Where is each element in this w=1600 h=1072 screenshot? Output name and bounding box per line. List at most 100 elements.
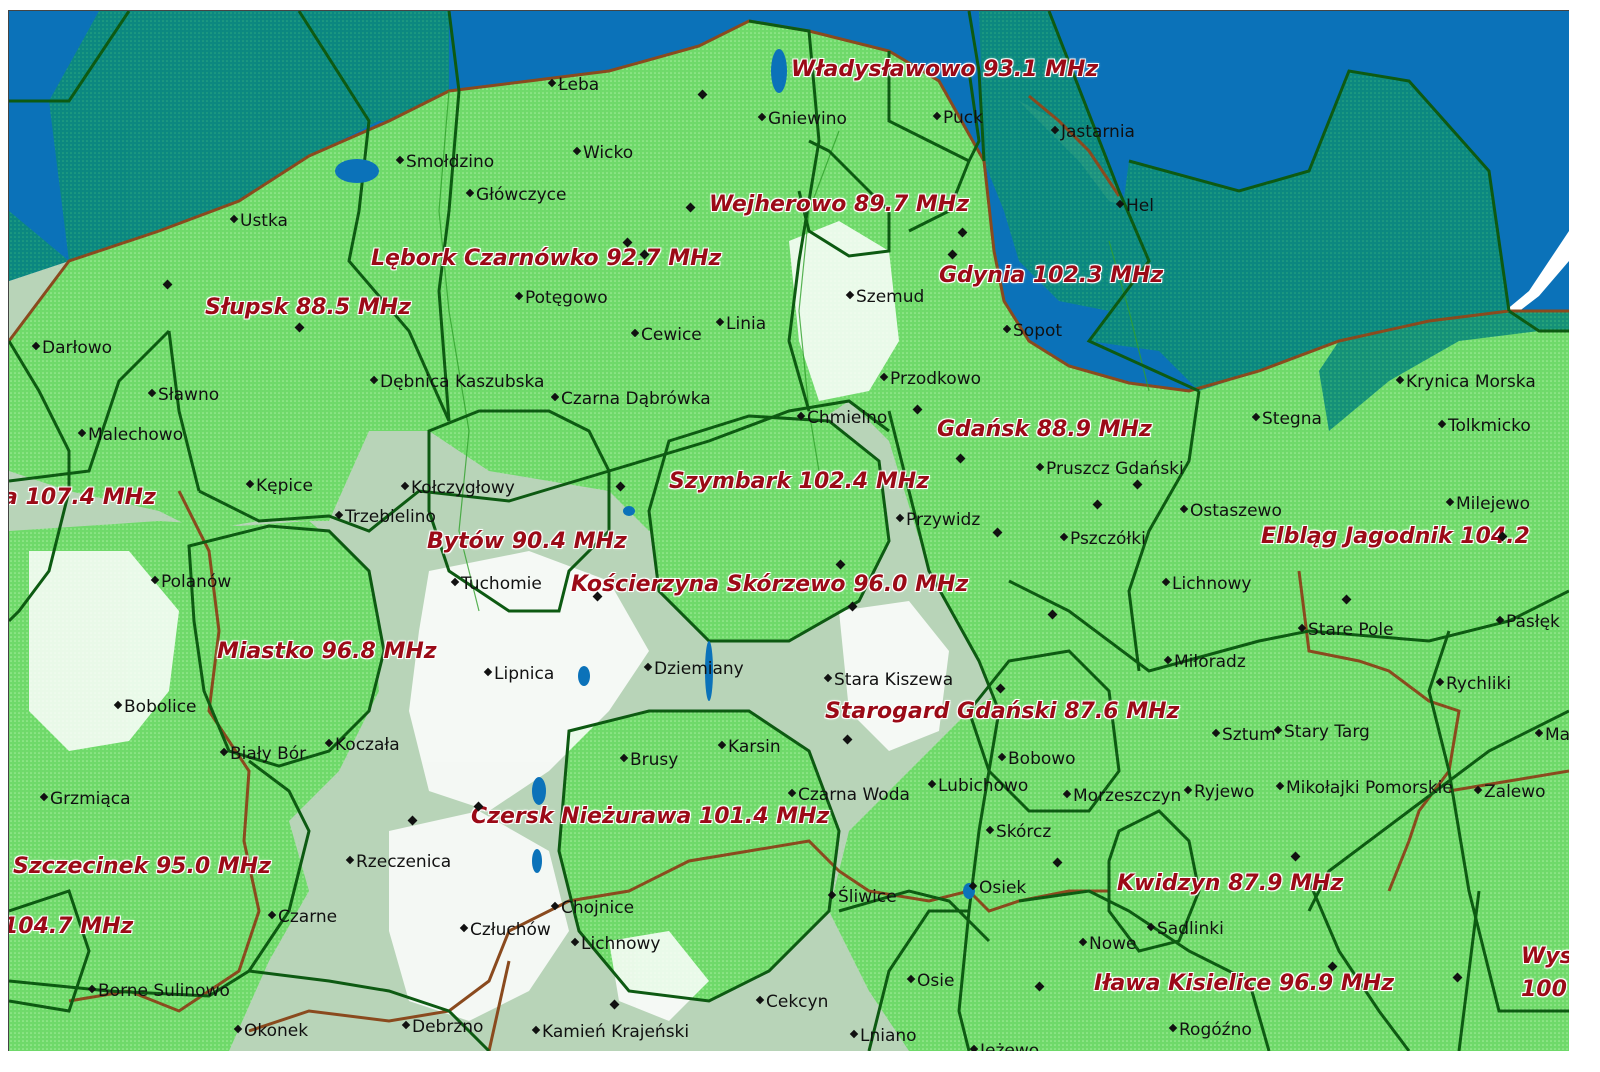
town-label: Polanów <box>150 574 231 591</box>
town-label: Bobolice <box>113 699 197 716</box>
town-label: Jeżewo <box>969 1043 1039 1051</box>
station-label: Wys <box>1521 944 1569 969</box>
station-label: Czersk Nieżurawa 101.4 MHz <box>471 804 830 829</box>
town-name: Przywidz <box>906 510 981 530</box>
station-label: 100 <box>1521 977 1567 1002</box>
town-marker-icon <box>39 792 49 802</box>
town-name: Mikołajki Pomorskie <box>1286 778 1453 798</box>
town-label: Rzeczenica <box>345 854 451 871</box>
station-label: Lębork Czarnówko 92.7 MHz <box>371 246 722 271</box>
town-label: Darłowo <box>31 338 113 358</box>
town-name: Dębnica Kaszubska <box>380 372 545 392</box>
town-name: Pszczółki <box>1070 529 1146 549</box>
town-name: Stare Pole <box>1308 620 1394 640</box>
town-name: Łeba <box>558 75 600 95</box>
town-marker-icon <box>113 700 123 710</box>
town-marker-icon <box>147 388 157 398</box>
town-name: Lniano <box>860 1026 917 1046</box>
town-name: Sopot <box>1013 321 1063 341</box>
town-label: Grzmiąca <box>39 789 131 809</box>
town-name: Osiek <box>979 878 1027 898</box>
town-marker-icon <box>1495 615 1505 625</box>
town-label: Stegna <box>1251 411 1322 428</box>
town-marker-icon <box>1395 375 1405 385</box>
town-label: Ma <box>1534 727 1569 744</box>
town-name: Borne Sulinowo <box>98 981 230 1001</box>
town-label: Tolkmicko <box>1437 418 1531 435</box>
town-marker-icon <box>1183 785 1193 795</box>
town-marker-icon <box>997 752 1007 762</box>
station-label: Gdańsk 88.9 MHz <box>937 417 1152 442</box>
town-name: Ryjewo <box>1194 782 1255 802</box>
town-label: Ostaszewo <box>1179 503 1282 520</box>
town-name: Dziemiany <box>654 659 744 679</box>
town-marker-icon <box>31 341 41 351</box>
town-label: Kępice <box>245 476 313 496</box>
town-name: Brusy <box>630 750 679 770</box>
town-marker-icon <box>643 662 653 672</box>
town-marker-icon <box>1062 789 1072 799</box>
town-name: Darłowo <box>42 338 113 358</box>
town-name: Cewice <box>641 325 702 345</box>
town-marker-icon <box>968 881 978 891</box>
station-label: Szczecinek 95.0 MHz <box>13 854 271 879</box>
town-label: Puck <box>932 110 983 127</box>
town-name: Hel <box>1126 196 1154 216</box>
town-marker-icon <box>550 901 560 911</box>
town-name: Linia <box>726 314 767 334</box>
town-name: Grzmiąca <box>50 789 131 809</box>
town-label: Gniewino <box>757 111 847 128</box>
town-marker-icon <box>1275 781 1285 791</box>
town-name: Rychliki <box>1446 674 1512 694</box>
town-marker-icon <box>450 577 460 587</box>
town-label: Okonek <box>233 1023 308 1040</box>
town-label: Hel <box>1115 196 1154 216</box>
station-label: Miastko 96.8 MHz <box>217 639 437 664</box>
town-name: Lichnowy <box>581 934 661 954</box>
town-label: Chojnice <box>550 898 635 918</box>
town-marker-icon <box>1168 1023 1178 1033</box>
coverage-sea <box>9 11 1569 431</box>
town-marker-icon <box>932 111 942 121</box>
town-label: Brusy <box>619 750 679 770</box>
town-name: Lubichowo <box>938 776 1029 796</box>
town-marker-icon <box>1002 324 1012 334</box>
town-name: Zalewo <box>1484 782 1546 802</box>
town-marker-icon <box>823 673 833 683</box>
town-label: Śliwice <box>827 889 897 906</box>
town-name: Potęgowo <box>525 288 608 308</box>
town-label: Tuchomie <box>450 576 542 593</box>
town-name: Pasłęk <box>1506 612 1560 632</box>
town-marker-icon <box>906 974 916 984</box>
town-label: Stara Kiszewa <box>823 672 953 689</box>
coverage-map <box>9 11 1569 1051</box>
town-label: Ustka <box>229 213 288 230</box>
town-label: Osiek <box>968 878 1027 898</box>
town-label: Ryjewo <box>1183 782 1255 802</box>
town-marker-icon <box>459 923 469 933</box>
station-label: Kościerzyna Skórzewo 96.0 MHz <box>571 572 969 597</box>
town-name: Karsin <box>728 737 781 757</box>
station-label: a 107.4 MHz <box>8 485 156 510</box>
town-name: Malechowo <box>88 425 184 445</box>
town-marker-icon <box>1473 785 1483 795</box>
town-label: Kamień Krajeński <box>531 1024 689 1041</box>
town-marker-icon <box>1534 728 1544 738</box>
town-marker-icon <box>796 411 806 421</box>
town-name: Jastarnia <box>1061 122 1135 142</box>
town-label: Zalewo <box>1473 782 1546 802</box>
town-marker-icon <box>1297 623 1307 633</box>
town-name: Sławno <box>158 385 220 405</box>
town-label: Lipnica <box>483 666 554 683</box>
town-name: Sadlinki <box>1157 919 1224 939</box>
town-marker-icon <box>395 155 405 165</box>
town-name: Chojnice <box>561 898 635 918</box>
town-marker-icon <box>1050 125 1060 135</box>
town-marker-icon <box>1445 497 1455 507</box>
town-marker-icon <box>572 146 582 156</box>
town-label: Lichnowy <box>1161 576 1251 593</box>
town-label: Biały Bór <box>219 746 306 763</box>
town-name: Kępice <box>256 476 313 496</box>
town-label: Pszczółki <box>1059 529 1146 549</box>
